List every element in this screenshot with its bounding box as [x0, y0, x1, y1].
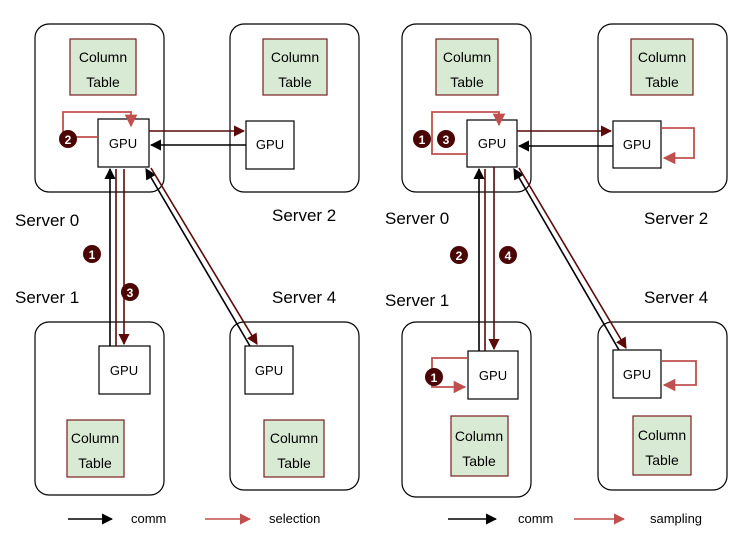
- column-table: [450, 415, 509, 477]
- step-badge: 1: [83, 245, 101, 263]
- comm-arrow-0-to-4: [518, 167, 627, 349]
- gpu-label: GPU: [256, 137, 284, 152]
- comm-arrow-4-to-0: [145, 168, 251, 347]
- step-badge: 3: [121, 283, 139, 301]
- column-table-line2: Table: [645, 74, 679, 90]
- gpu-box: [244, 345, 294, 395]
- column-table-line1: Column: [443, 49, 491, 65]
- svg-text:2: 2: [456, 249, 463, 263]
- column-table-line2: Table: [78, 455, 112, 471]
- column-table-line1: Column: [271, 49, 319, 65]
- column-table: [630, 38, 694, 96]
- step-badge: 1: [425, 368, 443, 386]
- svg-text:2: 2: [65, 133, 72, 147]
- sampling-loop-arrow: [661, 127, 695, 165]
- server-4-label: Server 4: [644, 288, 708, 307]
- server-2-label: Server 2: [272, 206, 336, 225]
- server-0-box: Column Table GPU: [401, 23, 532, 193]
- column-table-line1: Column: [638, 427, 686, 443]
- column-table-line2: Table: [277, 455, 311, 471]
- server-0-box: Column Table GPU: [34, 23, 165, 193]
- legend: comm sampling: [448, 511, 702, 526]
- gpu-label: GPU: [478, 136, 506, 151]
- sampling-loop-arrow: [661, 360, 697, 392]
- step-badge: 3: [437, 130, 455, 148]
- column-table-line1: Column: [638, 49, 686, 65]
- gpu-box: [467, 350, 519, 400]
- gpu-box: [97, 118, 150, 168]
- step-badge: 4: [499, 246, 517, 264]
- column-table-line2: Table: [278, 74, 312, 90]
- column-table-line1: Column: [71, 430, 119, 446]
- server-2-label: Server 2: [644, 209, 708, 228]
- step-badge: 2: [450, 246, 468, 264]
- sampling-loop-arrow: [431, 111, 506, 155]
- column-table: [263, 419, 325, 478]
- column-table-line1: Column: [79, 49, 127, 65]
- comm-arrow-4-to-0: [513, 168, 620, 351]
- step-badge: 1: [413, 130, 431, 148]
- column-table-line2: Table: [450, 74, 484, 90]
- gpu-label: GPU: [255, 363, 283, 378]
- gpu-box: [612, 349, 662, 399]
- gpu-box: [98, 345, 151, 395]
- left-diagram: Column Table GPU Column Table GPU GPU Co…: [15, 23, 360, 526]
- legend-comm-label: comm: [131, 511, 166, 526]
- column-table: [69, 38, 137, 96]
- comm-arrow-0-to-4: [150, 167, 258, 345]
- legend-sampling-label: sampling: [650, 511, 702, 526]
- svg-text:1: 1: [431, 371, 438, 385]
- server-2-box: Column Table GPU: [229, 23, 360, 193]
- column-table: [66, 419, 125, 478]
- server-4-box: GPU Column Table: [597, 321, 728, 491]
- svg-text:1: 1: [419, 133, 426, 147]
- column-table-line2: Table: [645, 452, 679, 468]
- column-table-line1: Column: [455, 428, 503, 444]
- server-4-box: GPU Column Table: [229, 321, 360, 491]
- svg-text:3: 3: [443, 133, 450, 147]
- column-table-line2: Table: [86, 74, 120, 90]
- gpu-box: [466, 119, 518, 168]
- gpu-box: [245, 120, 295, 170]
- column-table: [435, 38, 499, 96]
- server-4-label: Server 4: [272, 288, 336, 307]
- server-0-label: Server 0: [15, 211, 79, 230]
- server-1-label: Server 1: [385, 291, 449, 310]
- gpu-label: GPU: [623, 367, 651, 382]
- gpu-box: [612, 120, 662, 169]
- gpu-label: GPU: [623, 137, 651, 152]
- server-2-box: Column Table GPU: [597, 23, 728, 193]
- server-0-label: Server 0: [385, 209, 449, 228]
- server-1-box: GPU Column Table: [34, 321, 165, 496]
- svg-text:1: 1: [89, 248, 96, 262]
- step-badge: 2: [59, 130, 77, 148]
- gpu-label: GPU: [109, 136, 137, 151]
- column-table-line2: Table: [462, 453, 496, 469]
- svg-text:3: 3: [127, 286, 134, 300]
- gpu-label: GPU: [479, 368, 507, 383]
- column-table: [262, 38, 328, 96]
- legend-selection-label: selection: [269, 511, 320, 526]
- svg-text:4: 4: [505, 249, 512, 263]
- legend-comm-label: comm: [518, 511, 553, 526]
- column-table: [632, 415, 692, 476]
- right-diagram: Column Table GPU Column Table GPU GPU Co…: [385, 23, 728, 526]
- server-1-label: Server 1: [15, 288, 79, 307]
- legend: comm selection: [68, 511, 320, 526]
- server-1-box: GPU Column Table: [401, 321, 532, 498]
- gpu-label: GPU: [110, 363, 138, 378]
- column-table-line1: Column: [270, 430, 318, 446]
